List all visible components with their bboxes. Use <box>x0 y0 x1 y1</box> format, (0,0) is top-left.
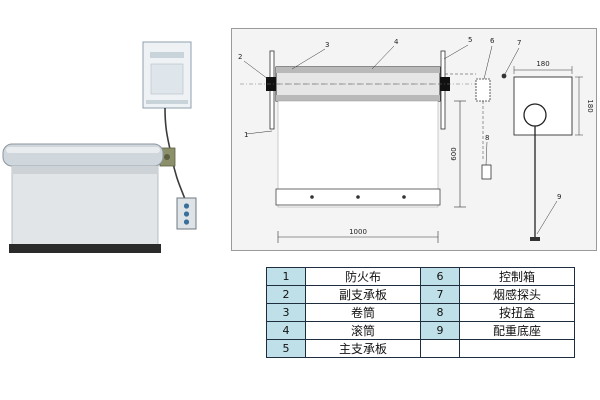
bracket-illustration <box>159 147 176 167</box>
height-dimension: 600 <box>450 100 466 208</box>
legend-number: 3 <box>266 303 306 322</box>
callout-2: 2 <box>238 53 242 61</box>
box-width-label: 180 <box>536 60 549 68</box>
legend-row: 4 滚筒 9 配重底座 <box>266 321 575 340</box>
height-dimension-label: 600 <box>450 147 458 160</box>
legend-empty-cell <box>420 339 460 358</box>
legend-label: 烟感探头 <box>459 285 575 304</box>
roller <box>276 67 440 73</box>
button-box <box>481 164 492 180</box>
callout-7: 7 <box>517 39 521 47</box>
legend-number: 4 <box>266 321 306 340</box>
right-hub <box>440 77 450 91</box>
legend-number: 9 <box>420 321 460 340</box>
control-box <box>475 78 491 102</box>
legend-row: 3 卷筒 8 按扭盒 <box>266 303 575 322</box>
box-height-label: 180 <box>586 99 594 112</box>
legend-label: 按扭盒 <box>459 303 575 322</box>
legend-label: 主支承板 <box>305 339 421 358</box>
technical-drawing: 1000 600 180 180 1 2 3 4 5 <box>238 36 594 243</box>
callout-4: 4 <box>394 38 399 46</box>
legend-row: 2 副支承板 7 烟感探头 <box>266 285 575 304</box>
width-dimension: 1000 <box>277 228 439 243</box>
technical-drawing-panel: 1000 600 180 180 1 2 3 4 5 <box>231 28 597 251</box>
callout-9: 9 <box>557 193 561 201</box>
width-dimension-label: 1000 <box>349 228 367 236</box>
legend-label: 卷筒 <box>305 303 421 322</box>
legend-empty-cell <box>459 339 575 358</box>
legend-row: 5 主支承板 <box>266 339 575 358</box>
legend-number: 6 <box>420 267 460 286</box>
side-view-drum <box>523 103 547 127</box>
callout-8: 8 <box>485 134 489 142</box>
legend-number: 7 <box>420 285 460 304</box>
legend-number: 8 <box>420 303 460 322</box>
box-width-dimension: 180 <box>513 60 573 74</box>
roller-illustration <box>2 143 164 167</box>
callout-3: 3 <box>325 41 329 49</box>
legend-label: 控制箱 <box>459 267 575 286</box>
legend-label: 配重底座 <box>459 321 575 340</box>
legend-number: 1 <box>266 267 306 286</box>
product-photo <box>2 41 197 253</box>
fire-curtain-illustration <box>9 165 161 253</box>
counterweight-base <box>530 237 540 241</box>
legend-table: 1 防火布 6 控制箱 2 副支承板 7 烟感探头 3 卷筒 8 按扭盒 4 滚… <box>266 267 575 358</box>
box-height-dimension: 180 <box>575 76 594 136</box>
legend-number: 2 <box>266 285 306 304</box>
callout-5: 5 <box>468 36 472 44</box>
legend-number: 5 <box>266 339 306 358</box>
legend-label: 防火布 <box>305 267 421 286</box>
callout-1: 1 <box>244 131 248 139</box>
control-box-illustration <box>142 41 192 109</box>
legend-label: 滚筒 <box>305 321 421 340</box>
legend-row: 1 防火布 6 控制箱 <box>266 267 575 286</box>
button-box-illustration <box>176 197 197 230</box>
legend-label: 副支承板 <box>305 285 421 304</box>
callout-6: 6 <box>490 37 495 45</box>
smoke-detector <box>501 73 507 79</box>
side-view-box <box>513 76 573 136</box>
